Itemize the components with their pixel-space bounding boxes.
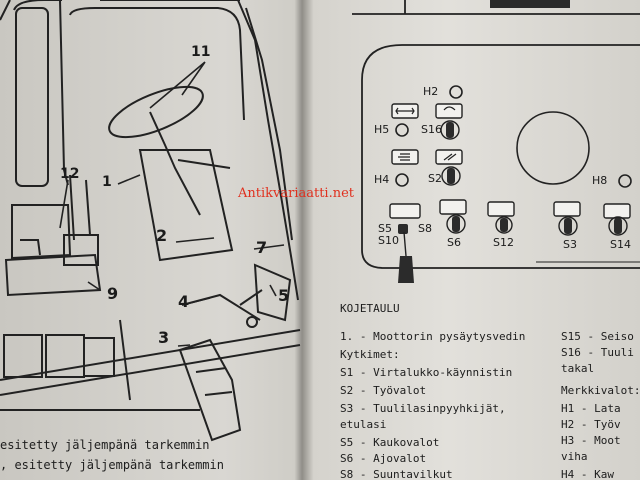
label-h4: H4 bbox=[374, 173, 390, 186]
switch-s8: S8 - Suuntavilkut bbox=[340, 468, 453, 480]
callout-9: 9 bbox=[107, 284, 119, 303]
label-s5: S5 bbox=[378, 222, 392, 235]
col2-s15: S15 - Seiso bbox=[561, 330, 634, 343]
switches-header: Kytkimet: bbox=[340, 348, 400, 361]
item-1: 1. - Moottorin pysäytysvedin bbox=[340, 330, 526, 343]
label-h2: H2 bbox=[423, 85, 439, 98]
callout-11: 11 bbox=[191, 44, 211, 60]
switch-s2: S2 - Työvalot bbox=[340, 384, 427, 397]
col2-h1: H1 - Lata bbox=[561, 402, 621, 415]
col2-s16: S16 - Tuuli bbox=[561, 346, 634, 359]
col2-h3: H3 - Moot bbox=[561, 434, 621, 447]
label-s8: S8 bbox=[418, 222, 432, 235]
caption-line-1: esitetty jäljempänä tarkemmin bbox=[0, 438, 210, 452]
caption-line-2: , esitetty jäljempänä tarkemmin bbox=[0, 458, 224, 472]
col2-h3-cont: viha bbox=[561, 450, 588, 463]
callout-1: 1 bbox=[102, 174, 112, 190]
switch-s5: S5 - Kaukovalot bbox=[340, 436, 440, 449]
col2-s16-cont: takal bbox=[561, 362, 595, 375]
callout-12: 12 bbox=[60, 166, 80, 182]
label-h8: H8 bbox=[592, 174, 608, 187]
col2-h4: H4 - Kaw bbox=[561, 468, 614, 480]
callout-5: 5 bbox=[278, 286, 290, 305]
section-title: KOJETAULU bbox=[340, 302, 400, 315]
callout-7: 7 bbox=[256, 238, 268, 257]
label-s14: S14 bbox=[610, 238, 631, 251]
label-h5: H5 bbox=[374, 123, 390, 136]
switch-s3-cont: etulasi bbox=[340, 418, 387, 431]
label-s10: S10 bbox=[378, 234, 399, 247]
label-s2: S2 bbox=[428, 172, 442, 185]
label-s12: S12 bbox=[493, 236, 514, 249]
watermark: Antikvariaatti.net bbox=[238, 186, 355, 201]
switch-s1: S1 - Virtalukko-käynnistin bbox=[340, 366, 513, 379]
switch-s3: S3 - Tuulilasinpyyhkijät, bbox=[340, 402, 506, 415]
label-s6: S6 bbox=[447, 236, 461, 249]
label-s3: S3 bbox=[563, 238, 577, 251]
label-s16: S16 bbox=[421, 123, 442, 136]
indicators-header: Merkkivalot: bbox=[561, 384, 640, 397]
switch-s6: S6 - Ajovalot bbox=[340, 452, 427, 465]
callout-4: 4 bbox=[178, 292, 190, 311]
col2-h2: H2 - Työv bbox=[561, 418, 621, 431]
callout-2: 2 bbox=[156, 226, 168, 245]
callout-3: 3 bbox=[158, 328, 170, 347]
